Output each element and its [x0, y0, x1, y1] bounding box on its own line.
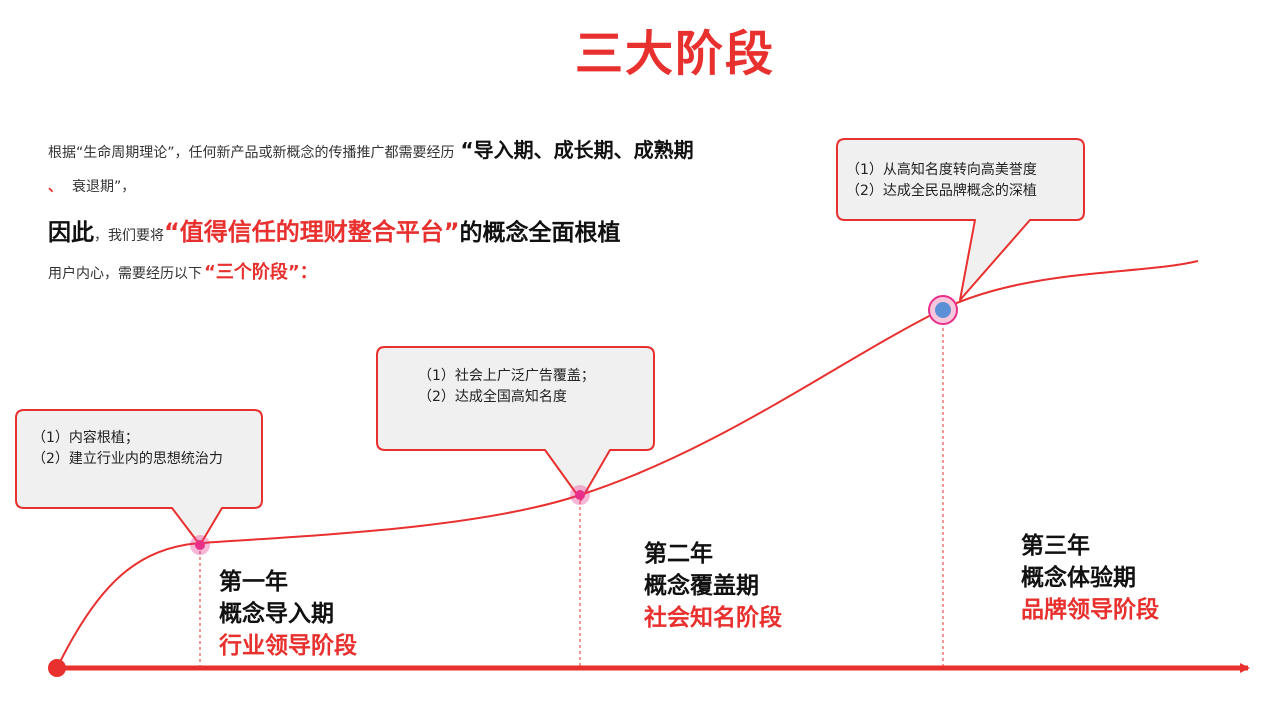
- intro-line3-prefix: 因此: [48, 220, 94, 246]
- callout-2-line-2: （2）达成全国高知名度: [418, 389, 567, 405]
- stage-2-phase: 概念覆盖期: [644, 573, 759, 599]
- callout-1-line-1: （1）内容根植；: [32, 430, 139, 446]
- intro-line2-dot: 、: [48, 179, 62, 195]
- callout-bubble-2: [376, 346, 655, 501]
- page-title: 三大阶段: [574, 26, 775, 82]
- callout-1-line-2: （2）建立行业内的思想统治力: [32, 451, 223, 467]
- intro-line3-middle: ，我们要将: [94, 228, 164, 244]
- intro-line-1: 根据“生命周期理论”，任何新产品或新概念的传播推广都需要经历 “导入期、成长期、成…: [48, 134, 694, 163]
- callout-text-2: （1）社会上广泛广告覆盖； （2）达成全国高知名度: [418, 366, 595, 408]
- callout-3-line-1: （1）从高知名度转向高美誉度: [846, 162, 1037, 178]
- callout-3-line-2: （2）达成全民品牌概念的深植: [846, 183, 1037, 199]
- stage-3-year: 第三年: [1021, 533, 1090, 559]
- stage-label-1: 第一年 概念导入期 行业领导阶段: [219, 566, 357, 662]
- stage-3-goal: 品牌领导阶段: [1021, 597, 1159, 623]
- intro-line4-quote: “三个阶段”：: [204, 262, 318, 283]
- curve-marker-2: [570, 485, 590, 505]
- callout-2-line-1: （1）社会上广泛广告覆盖；: [418, 368, 595, 384]
- intro-line-4: 用户内心，需要经历以下“三个阶段”：: [48, 258, 318, 284]
- callout-text-3: （1）从高知名度转向高美誉度 （2）达成全民品牌概念的深植: [846, 160, 1037, 202]
- intro-line1-highlight: “导入期、成长期、成熟期: [460, 138, 694, 162]
- stage-1-phase: 概念导入期: [219, 601, 334, 627]
- intro-line-3: 因此，我们要将“值得信任的理财整合平台”的概念全面根植: [48, 212, 621, 247]
- stage-1-year: 第一年: [219, 569, 288, 595]
- stage-label-3: 第三年 概念体验期 品牌领导阶段: [1021, 530, 1159, 626]
- stage-1-goal: 行业领导阶段: [219, 633, 357, 659]
- intro-line4-text: 用户内心，需要经历以下: [48, 266, 202, 282]
- callout-bubble-1: [15, 409, 263, 546]
- intro-line3-quote: “值得信任的理财整合平台”: [164, 218, 460, 246]
- stage-3-phase: 概念体验期: [1021, 565, 1136, 591]
- callout-text-1: （1）内容根植； （2）建立行业内的思想统治力: [32, 428, 223, 470]
- intro-line2-text: 衰退期”，: [72, 179, 136, 195]
- stage-2-year: 第二年: [644, 541, 713, 567]
- callout-bubble-3: [836, 138, 1085, 301]
- intro-line1-text: 根据“生命周期理论”，任何新产品或新概念的传播推广都需要经历: [48, 145, 455, 161]
- intro-line-2: 、衰退期”，: [48, 176, 135, 196]
- curve-marker-1: [190, 535, 210, 555]
- stage-label-2: 第二年 概念覆盖期 社会知名阶段: [644, 538, 782, 634]
- growth-curve: [56, 260, 1199, 669]
- curve-marker-3: [928, 295, 958, 325]
- stage-2-goal: 社会知名阶段: [644, 605, 782, 631]
- intro-line3-suffix: 的概念全面根植: [459, 220, 621, 246]
- timeline-start-dot: [48, 659, 66, 677]
